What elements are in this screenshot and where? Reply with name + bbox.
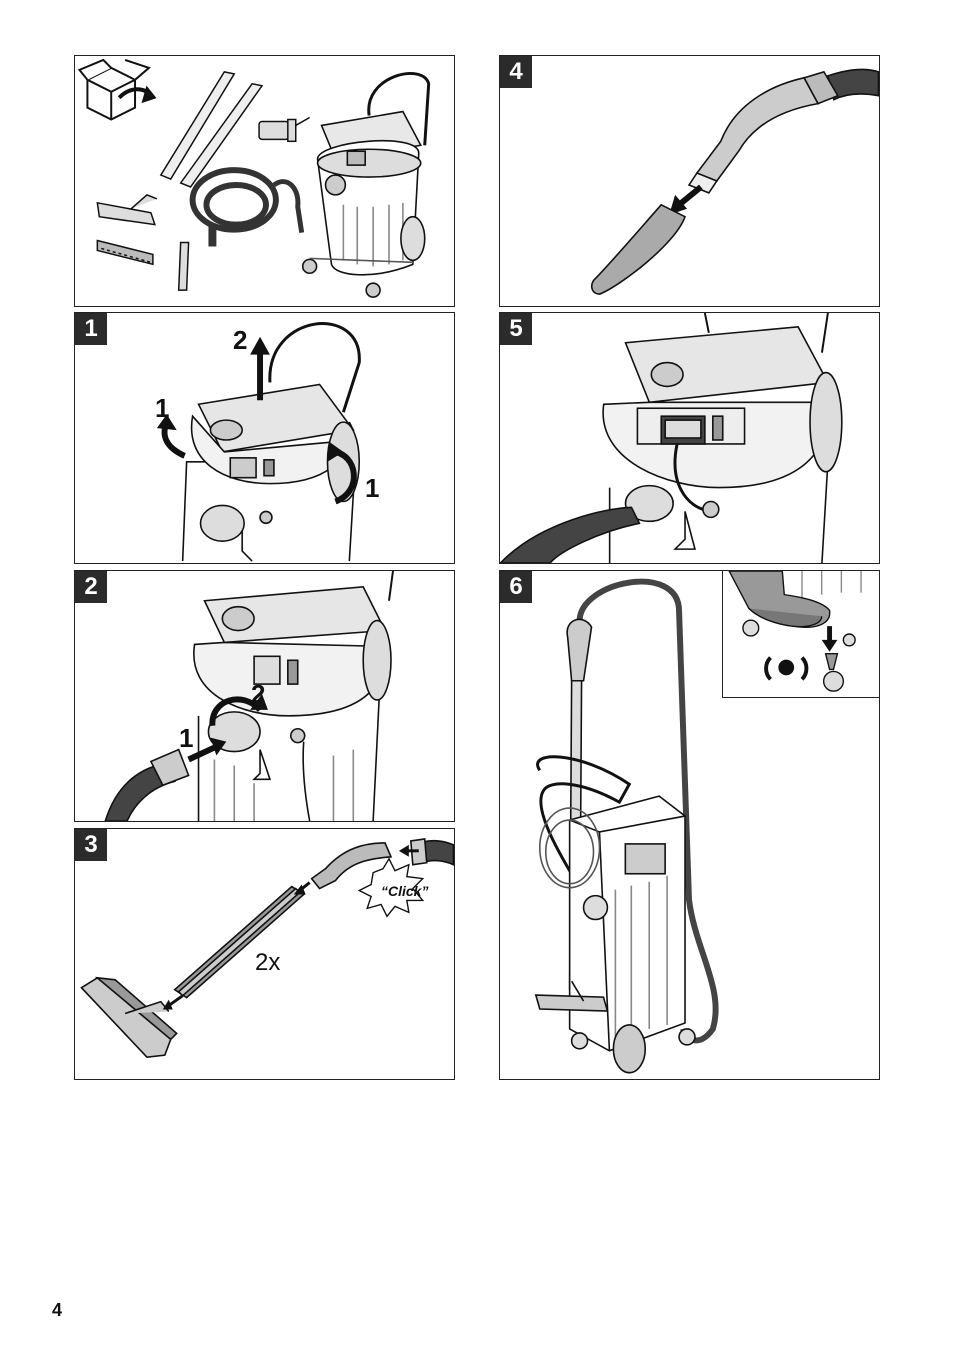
step-badge-2: 2: [75, 571, 107, 603]
callout-label: 1: [179, 723, 193, 754]
panel-step-1: 1 1 2 1: [74, 312, 455, 564]
click-label: “Click”: [381, 883, 428, 899]
wheel-lock-inset: [722, 570, 880, 698]
adapter-part: [259, 118, 310, 142]
wheel-lock-icon: [766, 658, 806, 680]
step-badge-6: 6: [500, 571, 532, 603]
power-plug-illustration: [500, 313, 879, 563]
vacuum-cleaner: [303, 73, 429, 297]
panel-step-3: 3 “Click” 2x: [74, 828, 455, 1080]
crevice-nozzle: [592, 205, 685, 294]
box-unpack-icon: [79, 60, 154, 120]
arrow-icon: [679, 187, 701, 205]
step-badge-5: 5: [500, 313, 532, 345]
panel-step-6: 6: [499, 570, 880, 1080]
step-badge-4: 4: [500, 56, 532, 88]
page-number: 4: [52, 1300, 62, 1321]
callout-label: 1: [155, 393, 169, 424]
open-head-illustration: [75, 313, 454, 563]
panel-step-2: 2 1 2: [74, 570, 455, 822]
wheel-lock-illustration: [723, 571, 880, 697]
step-badge-3: 3: [75, 829, 107, 861]
crevice-nozzle: [179, 243, 189, 291]
floor-nozzle: [97, 195, 157, 264]
callout-label: 2: [233, 325, 247, 356]
panel-step-4: 4: [499, 55, 880, 307]
quantity-note: 2x: [255, 949, 280, 977]
panel-package-contents: [74, 55, 455, 307]
hose-coil: [193, 170, 302, 246]
callout-label: 1: [365, 473, 379, 504]
package-contents-illustration: [75, 56, 454, 306]
panel-step-5: 5: [499, 312, 880, 564]
callout-label: 2: [251, 679, 265, 710]
attach-crevice-nozzle-illustration: [500, 56, 879, 306]
step-badge-1: 1: [75, 313, 107, 345]
